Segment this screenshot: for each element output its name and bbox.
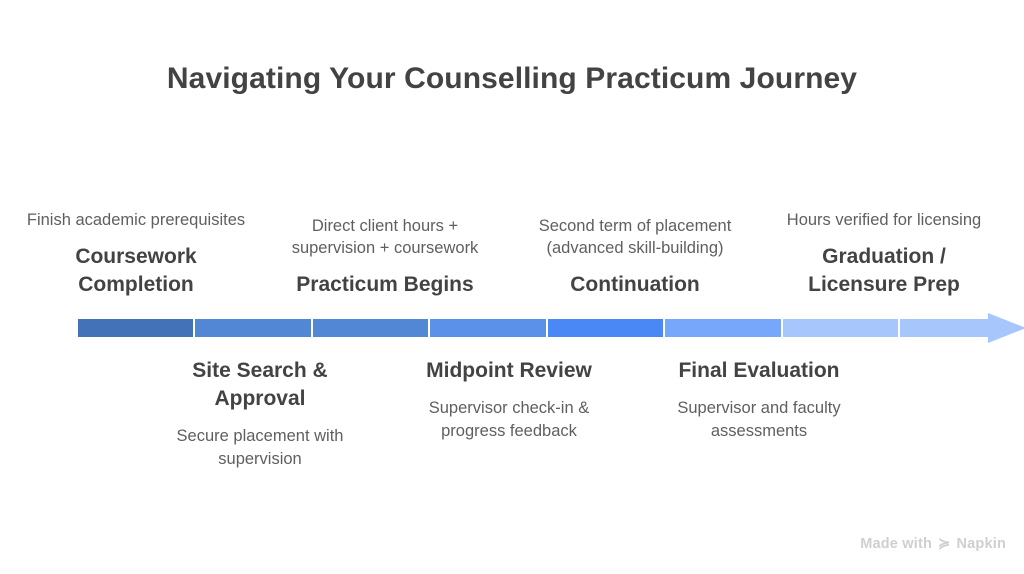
timeline-stage-practicum-begins: Direct client hours + supervision + cour… bbox=[275, 215, 495, 299]
timeline-segment-4 bbox=[430, 319, 546, 337]
stage-title: Practicum Begins bbox=[296, 273, 474, 297]
stage-title: Site Search & Approval bbox=[192, 359, 328, 410]
stage-description: Supervisor and faculty assessments bbox=[677, 398, 841, 440]
timeline-segment-7 bbox=[782, 319, 898, 337]
napkin-logo-icon: ≽ bbox=[938, 535, 951, 552]
stage-description: Secure placement with supervision bbox=[176, 426, 344, 468]
timeline-segment-6 bbox=[665, 319, 781, 337]
napkin-watermark: Made with ≽ Napkin bbox=[860, 536, 1006, 552]
stage-title: Final Evaluation bbox=[678, 359, 840, 382]
timeline-bar bbox=[78, 313, 1024, 343]
watermark-prefix: Made with bbox=[860, 536, 933, 552]
timeline-segment-5 bbox=[547, 319, 664, 337]
timeline-segments bbox=[78, 319, 898, 337]
stage-description: Hours verified for licensing bbox=[786, 211, 982, 230]
timeline-stage-final-evaluation: Final Evaluation Supervisor and faculty … bbox=[649, 357, 869, 442]
watermark-brand: Napkin bbox=[956, 536, 1006, 552]
timeline-segment-1 bbox=[78, 319, 194, 337]
timeline-stage-site-search-approval: Site Search & Approval Secure placement … bbox=[150, 357, 370, 470]
timeline-stage-graduation-licensure-prep: Hours verified for licensing Graduation … bbox=[774, 209, 994, 299]
timeline-stage-midpoint-review: Midpoint Review Supervisor check-in & pr… bbox=[399, 357, 619, 442]
stage-description: Finish academic prerequisites bbox=[26, 211, 246, 230]
stage-title: Continuation bbox=[570, 273, 700, 297]
timeline-stage-continuation: Second term of placement (advanced skill… bbox=[525, 215, 745, 299]
stage-title: Coursework Completion bbox=[75, 245, 197, 297]
stage-description: Supervisor check-in & progress feedback bbox=[428, 398, 590, 440]
stage-title: Midpoint Review bbox=[426, 359, 592, 382]
timeline-segment-2 bbox=[195, 319, 311, 337]
stage-description: Second term of placement (advanced skill… bbox=[538, 216, 732, 258]
timeline-segment-3 bbox=[312, 319, 429, 337]
arrow-right-icon bbox=[900, 313, 1024, 343]
stage-description: Direct client hours + supervision + cour… bbox=[291, 216, 479, 258]
stage-title: Graduation / Licensure Prep bbox=[808, 245, 960, 297]
page-title: Navigating Your Counselling Practicum Jo… bbox=[166, 62, 858, 95]
timeline-stage-coursework-completion: Finish academic prerequisites Coursework… bbox=[26, 209, 246, 299]
